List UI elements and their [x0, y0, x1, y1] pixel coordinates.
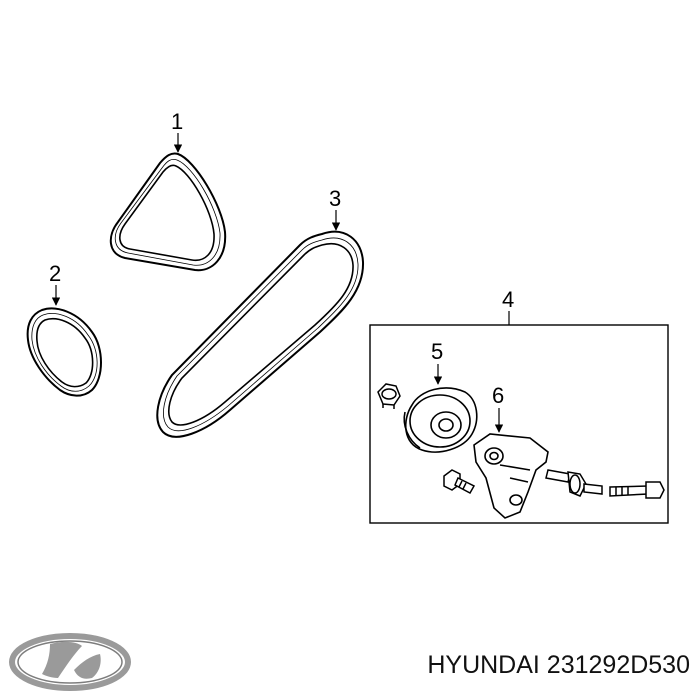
small-bolt [443, 469, 476, 495]
part-2-belt [26, 307, 102, 397]
nut [377, 383, 401, 409]
stud-bolt [545, 469, 603, 497]
callout-6: 6 [492, 383, 504, 408]
long-bolt [609, 481, 665, 499]
callout-4: 4 [502, 287, 514, 312]
callout-3: 3 [329, 186, 341, 211]
part-3-belt [156, 230, 365, 438]
part-1-belt [109, 152, 227, 272]
callout-5: 5 [431, 339, 443, 364]
hyundai-logo [9, 633, 131, 691]
callout-1: 1 [171, 109, 183, 134]
part-4-assembly-box [369, 324, 669, 524]
part-caption: HYUNDAI 231292D530 [427, 651, 690, 679]
callout-2: 2 [49, 261, 61, 286]
part-6-bracket [473, 433, 549, 519]
part-5-pulley [403, 387, 478, 453]
